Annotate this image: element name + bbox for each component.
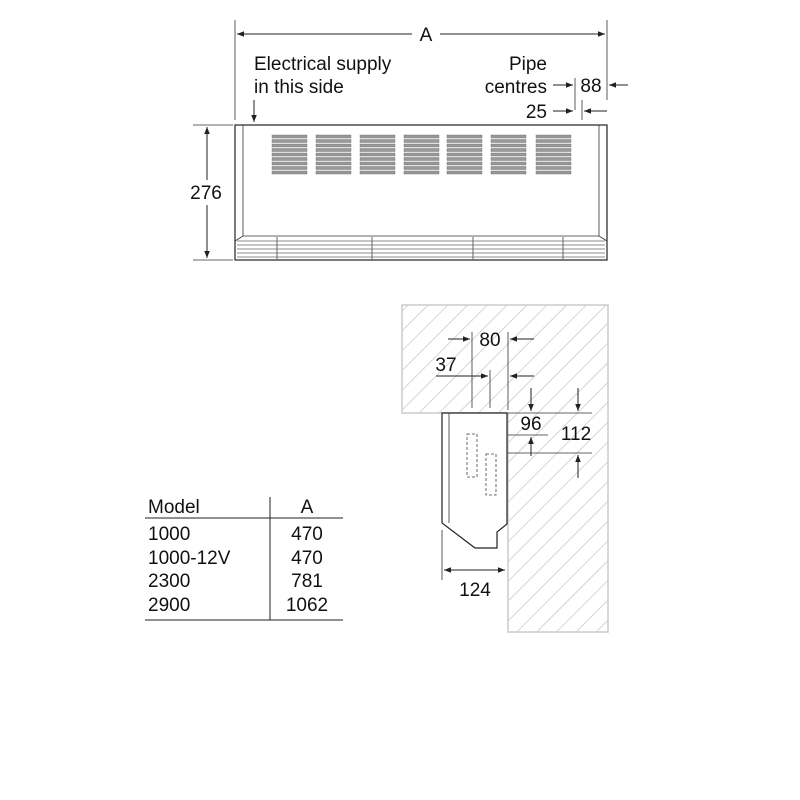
wall-hatch — [401, 304, 609, 633]
dim-96: 96 — [520, 414, 541, 435]
grille — [271, 134, 308, 175]
dim-112: 112 — [561, 424, 591, 445]
grille — [490, 134, 527, 175]
grille — [359, 134, 396, 175]
a-cell: 781 — [291, 571, 323, 592]
model-cell: 1000-12V — [148, 548, 231, 569]
pipe-label: Pipe — [509, 54, 547, 75]
grille — [315, 134, 352, 175]
front-view: A Electrical supply in this side Pipe ce… — [190, 20, 628, 261]
table-header-model: Model — [148, 497, 200, 518]
heater-front — [234, 124, 608, 261]
pipe-dim-25: 25 — [526, 102, 547, 123]
bottom-grille — [237, 237, 605, 260]
dim-124: 124 — [459, 580, 491, 601]
model-cell: 1000 — [148, 524, 190, 545]
grille — [446, 134, 483, 175]
width-dimension-label: A — [420, 25, 433, 46]
a-cell: 470 — [291, 548, 323, 569]
heater-section — [441, 412, 508, 549]
a-cell: 1062 — [286, 595, 328, 616]
dim-37: 37 — [435, 355, 456, 376]
table-header-a: A — [301, 497, 314, 518]
model-cell: 2900 — [148, 595, 190, 616]
electrical-note: Electrical supply — [254, 54, 392, 75]
table-row: 2900 1062 — [148, 595, 328, 616]
model-cell: 2300 — [148, 571, 190, 592]
grille — [403, 134, 440, 175]
grille — [535, 134, 572, 175]
height-dimension-label: 276 — [190, 183, 222, 204]
air-grilles — [271, 134, 572, 175]
table-row: 1000-12V 470 — [148, 548, 323, 569]
section-view: 80 37 96 112 124 — [401, 304, 609, 633]
pipe-dim-88: 88 — [580, 76, 601, 97]
electrical-note-2: in this side — [254, 77, 344, 98]
table-row: 1000 470 — [148, 524, 323, 545]
model-table: Model A 1000 470 1000-12V 470 2300 781 2900 106… — [145, 497, 343, 621]
table-row: 2300 781 — [148, 571, 323, 592]
pipe-label-2: centres — [485, 77, 547, 98]
a-cell: 470 — [291, 524, 323, 545]
dim-80: 80 — [479, 330, 500, 351]
